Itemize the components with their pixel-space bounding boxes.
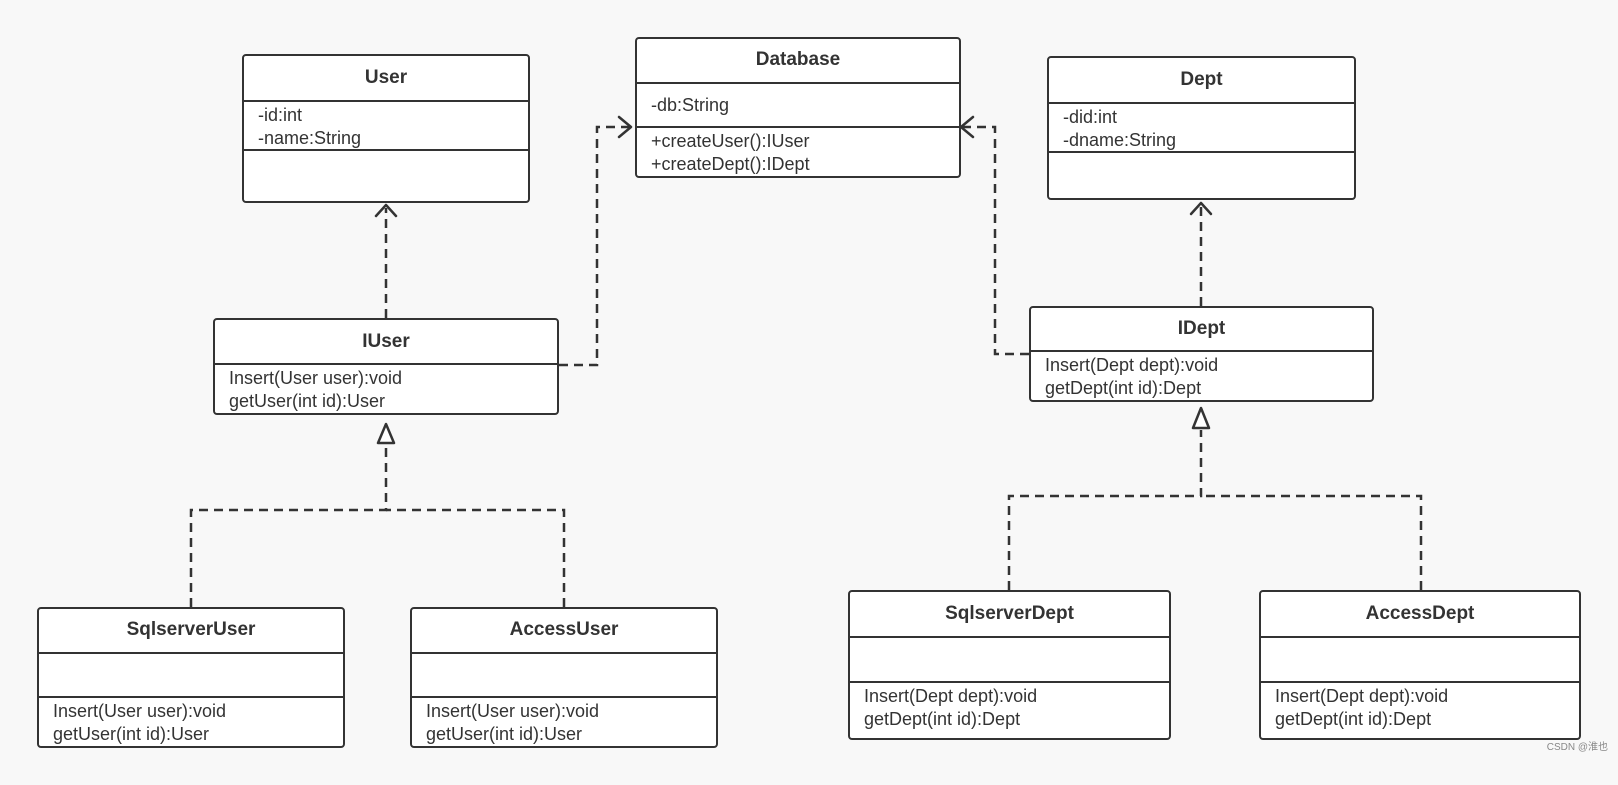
class-user[interactable]: User -id:int -name:String [242, 54, 530, 203]
attributes-section: -did:int -dname:String [1049, 104, 1354, 153]
class-sqlserveruser[interactable]: SqlserverUser Insert(User user):void get… [37, 607, 345, 748]
open-arrowhead-user [374, 203, 398, 218]
attributes-section [412, 654, 716, 698]
class-name: SqlserverUser [39, 609, 343, 654]
method: getUser(int id):User [426, 724, 583, 744]
open-arrowhead-dept [1189, 201, 1213, 216]
class-name: User [244, 56, 528, 102]
connector-idept-database [962, 125, 1029, 356]
realization-triangle-idept [1191, 406, 1211, 430]
watermark: CSDN @淮也 [1546, 742, 1608, 753]
method: Insert(User user):void [229, 368, 403, 388]
methods-section: Insert(Dept dept):void getDept(int id):D… [1031, 352, 1372, 400]
open-arrowhead-database-left [617, 115, 633, 139]
methods-section: Insert(Dept dept):void getDept(int id):D… [1261, 683, 1579, 738]
connector-accessdept-idept [1201, 494, 1423, 590]
method: Insert(Dept dept):void [1275, 686, 1449, 706]
interface-name: IDept [1031, 308, 1372, 352]
method: Insert(User user):void [426, 701, 600, 721]
method: Insert(User user):void [53, 701, 227, 721]
methods-section: Insert(User user):void getUser(int id):U… [215, 365, 557, 413]
connector-iuser-database [559, 125, 630, 367]
attribute: -name:String [258, 128, 362, 148]
methods-section: Insert(Dept dept):void getDept(int id):D… [850, 683, 1169, 738]
class-sqlserverdept[interactable]: SqlserverDept Insert(Dept dept):void get… [848, 590, 1171, 740]
class-database[interactable]: Database -db:String +createUser():IUser … [635, 37, 961, 178]
method: +createDept():IDept [651, 154, 810, 174]
method: Insert(Dept dept):void [1045, 355, 1219, 375]
open-arrowhead-database-right [959, 115, 975, 139]
class-dept[interactable]: Dept -did:int -dname:String [1047, 56, 1356, 200]
class-name: AccessDept [1261, 592, 1579, 638]
class-accessdept[interactable]: AccessDept Insert(Dept dept):void getDep… [1259, 590, 1581, 740]
interface-name: IUser [215, 320, 557, 365]
attributes-section [1261, 638, 1579, 683]
attributes-section: -db:String [637, 84, 959, 128]
methods-section: Insert(User user):void getUser(int id):U… [39, 698, 343, 746]
attribute: -id:int [258, 105, 303, 125]
class-name: SqlserverDept [850, 592, 1169, 638]
method: getUser(int id):User [229, 391, 386, 411]
method: getDept(int id):Dept [1275, 709, 1432, 729]
class-name: AccessUser [412, 609, 716, 654]
realization-triangle-iuser [376, 422, 396, 445]
attributes-section [850, 638, 1169, 683]
methods-section: Insert(User user):void getUser(int id):U… [412, 698, 716, 746]
class-accessuser[interactable]: AccessUser Insert(User user):void getUse… [410, 607, 718, 748]
methods-section [1049, 153, 1354, 198]
class-name: Database [637, 39, 959, 84]
connector-sqlserveruser-iuser [189, 446, 388, 607]
attributes-section: -id:int -name:String [244, 102, 528, 151]
connector-sqlserverdept-idept [1007, 430, 1203, 590]
class-name: Dept [1049, 58, 1354, 104]
connector-accessuser-iuser [386, 508, 566, 607]
methods-section: +createUser():IUser +createDept():IDept [637, 128, 959, 176]
attributes-section [39, 654, 343, 698]
interface-idept[interactable]: IDept Insert(Dept dept):void getDept(int… [1029, 306, 1374, 402]
method: Insert(Dept dept):void [864, 686, 1038, 706]
interface-iuser[interactable]: IUser Insert(User user):void getUser(int… [213, 318, 559, 415]
methods-section [244, 151, 528, 201]
method: getUser(int id):User [53, 724, 210, 744]
method: getDept(int id):Dept [864, 709, 1021, 729]
method: getDept(int id):Dept [1045, 378, 1202, 398]
attribute: -db:String [651, 94, 730, 115]
attribute: -did:int [1063, 107, 1118, 127]
method: +createUser():IUser [651, 131, 810, 151]
attribute: -dname:String [1063, 130, 1177, 150]
